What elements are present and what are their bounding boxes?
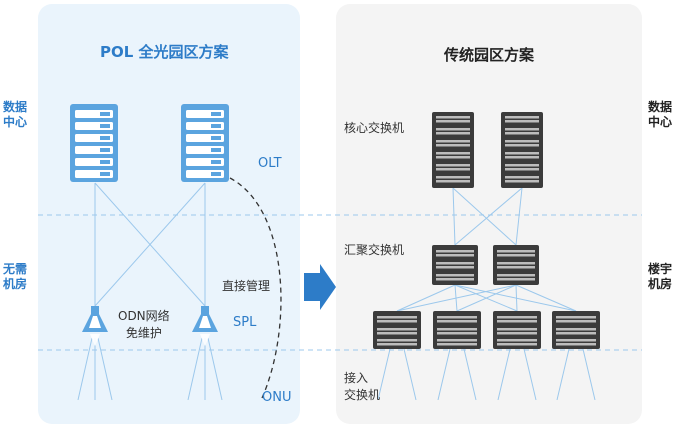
zone-building-room: 楼宇 机房 bbox=[647, 262, 672, 291]
arrow-right-icon bbox=[304, 264, 336, 310]
core-to-aggregation-links bbox=[452, 187, 523, 246]
aggregation-switch-right bbox=[493, 245, 539, 285]
access-switch-label: 接入 交换机 bbox=[344, 371, 381, 402]
access-switch-3 bbox=[493, 311, 541, 349]
spl-label: SPL bbox=[233, 315, 257, 330]
core-switch-left bbox=[432, 112, 474, 188]
zone-data-center-left: 数据 中心 bbox=[2, 100, 27, 129]
direct-management-label: 直接管理 bbox=[222, 279, 271, 293]
pol-title: POL 全光园区方案 bbox=[100, 43, 229, 61]
access-switch-4 bbox=[552, 311, 600, 349]
olt-label: OLT bbox=[258, 156, 282, 171]
core-switch-label: 核心交换机 bbox=[344, 121, 405, 135]
core-switch-right bbox=[501, 112, 543, 188]
access-switch-2 bbox=[433, 311, 481, 349]
zone-no-room: 无需 机房 bbox=[2, 262, 27, 291]
diagram-canvas bbox=[38, 104, 642, 400]
aggregation-to-access-links bbox=[396, 284, 577, 312]
splitter-light-marks bbox=[90, 334, 210, 346]
splitter-left-icon bbox=[82, 306, 108, 332]
access-switch-1 bbox=[373, 311, 421, 349]
odn-label: ODN网络 免维护 bbox=[118, 309, 170, 340]
aggregation-switch-label: 汇聚交换机 bbox=[344, 243, 405, 257]
zone-data-center-right: 数据 中心 bbox=[647, 100, 672, 129]
olt-server-left bbox=[70, 104, 118, 182]
splitter-right-icon bbox=[192, 306, 218, 332]
olt-server-right bbox=[181, 104, 229, 182]
access-downlinks bbox=[377, 348, 596, 400]
aggregation-switch-left bbox=[432, 245, 478, 285]
direct-management-link bbox=[229, 177, 282, 399]
traditional-panel bbox=[336, 4, 642, 424]
olt-to-splitter-links bbox=[94, 182, 206, 307]
splitter-to-onu-links bbox=[77, 337, 223, 400]
onu-label: ONU bbox=[262, 390, 292, 405]
pol-panel bbox=[38, 4, 300, 424]
traditional-title: 传统园区方案 bbox=[444, 46, 535, 64]
